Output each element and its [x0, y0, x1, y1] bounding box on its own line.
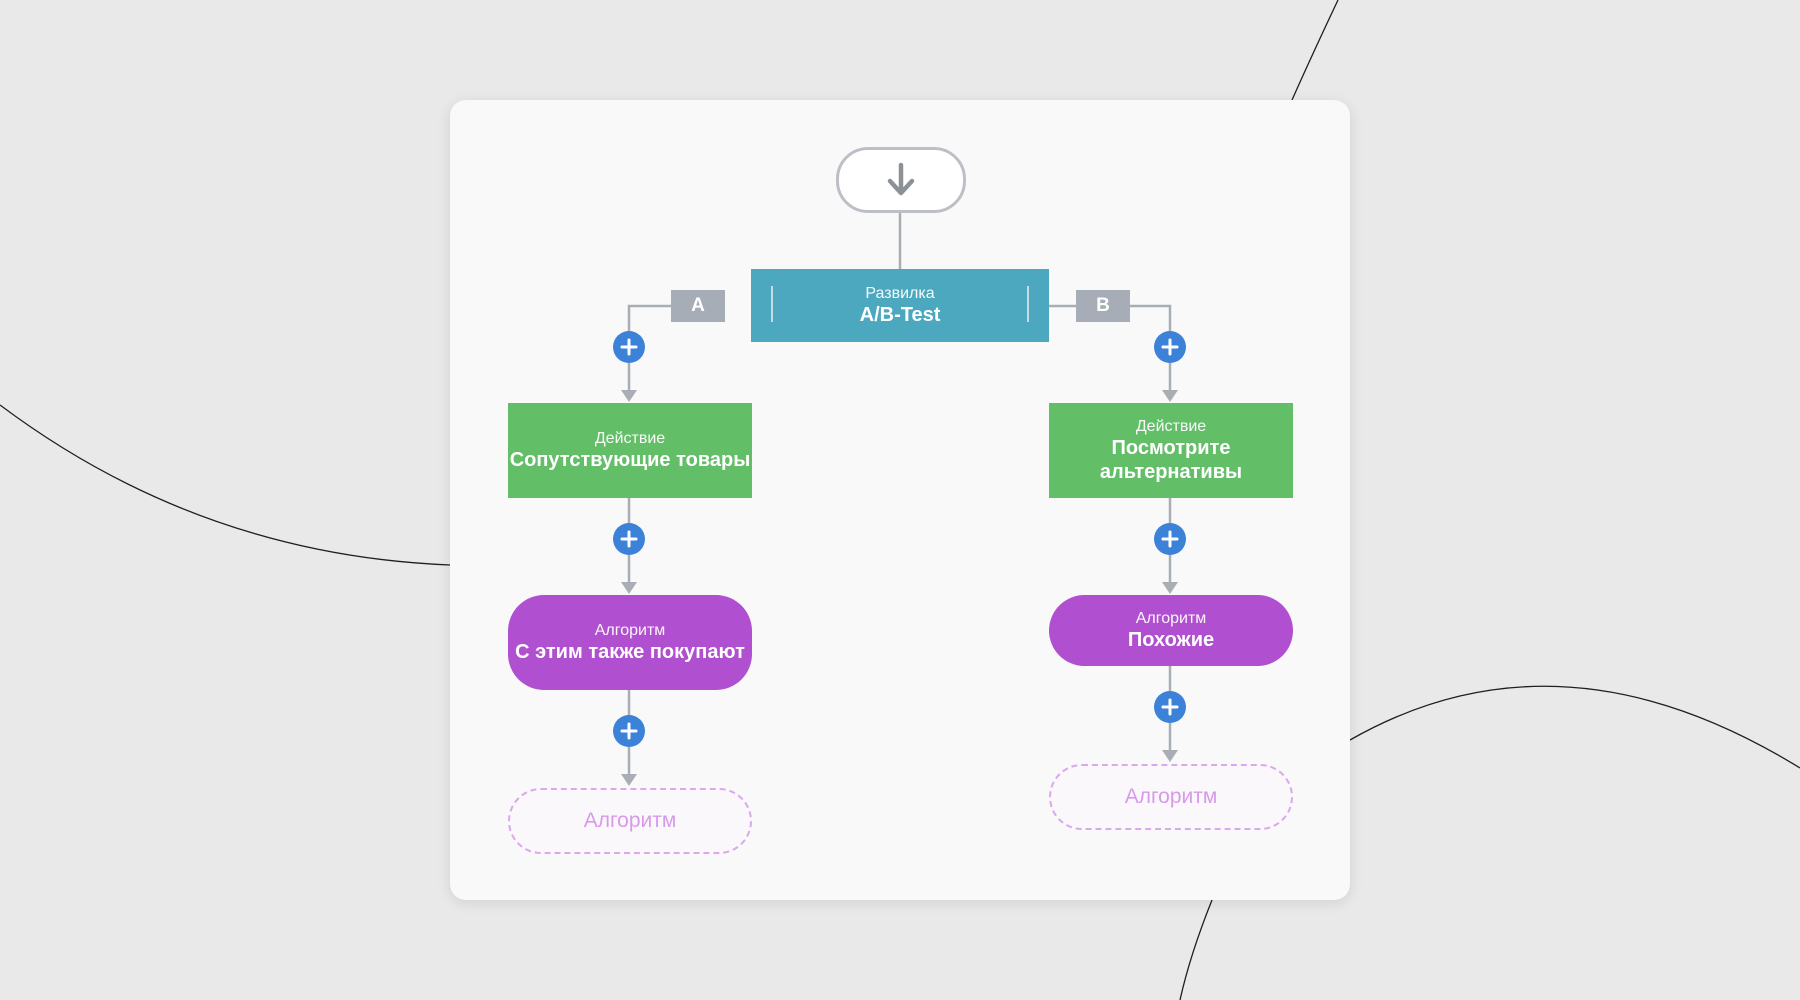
plus-icon [1161, 698, 1179, 716]
algorithm-placeholder-a[interactable]: Алгоритм [508, 788, 752, 854]
fork-title: A/B-Test [859, 304, 941, 326]
algorithm-node-b[interactable]: Алгоритм Похожие [1049, 595, 1293, 666]
plus-icon [1161, 338, 1179, 356]
branch-tag-a[interactable]: A [671, 290, 725, 322]
start-node[interactable] [836, 147, 966, 213]
action-caption: Действие [1135, 418, 1207, 435]
plus-icon [620, 338, 638, 356]
action-title: Посмотрите альтернативы [1099, 437, 1243, 483]
algorithm-node-a[interactable]: Алгоритм С этим также покупают [508, 595, 752, 690]
add-step-button[interactable] [613, 715, 645, 747]
action-node-a[interactable]: Действие Сопутствующие товары [508, 403, 752, 498]
fork-caption: Развилка [865, 285, 935, 302]
add-step-button[interactable] [1154, 523, 1186, 555]
flow-canvas: Развилка A/B-Test A B Действие Сопутству… [450, 100, 1350, 900]
add-step-button[interactable] [1154, 331, 1186, 363]
fork-right-tick [1027, 286, 1029, 322]
algorithm-title: Похожие [1127, 629, 1215, 651]
arrow-down-icon [887, 162, 915, 196]
plus-icon [620, 530, 638, 548]
branch-tag-b[interactable]: B [1076, 290, 1130, 322]
algorithm-placeholder-b[interactable]: Алгоритм [1049, 764, 1293, 830]
algorithm-title: С этим также покупают [515, 641, 745, 663]
action-node-b[interactable]: Действие Посмотрите альтернативы [1049, 403, 1293, 498]
plus-icon [620, 722, 638, 740]
add-step-button[interactable] [613, 331, 645, 363]
action-caption: Действие [594, 430, 666, 447]
algorithm-caption: Алгоритм [1135, 610, 1207, 627]
action-title: Сопутствующие товары [509, 449, 751, 471]
plus-icon [1161, 530, 1179, 548]
fork-left-tick [771, 286, 773, 322]
add-step-button[interactable] [613, 523, 645, 555]
algorithm-caption: Алгоритм [594, 622, 666, 639]
add-step-button[interactable] [1154, 691, 1186, 723]
fork-node[interactable]: Развилка A/B-Test [751, 269, 1049, 342]
